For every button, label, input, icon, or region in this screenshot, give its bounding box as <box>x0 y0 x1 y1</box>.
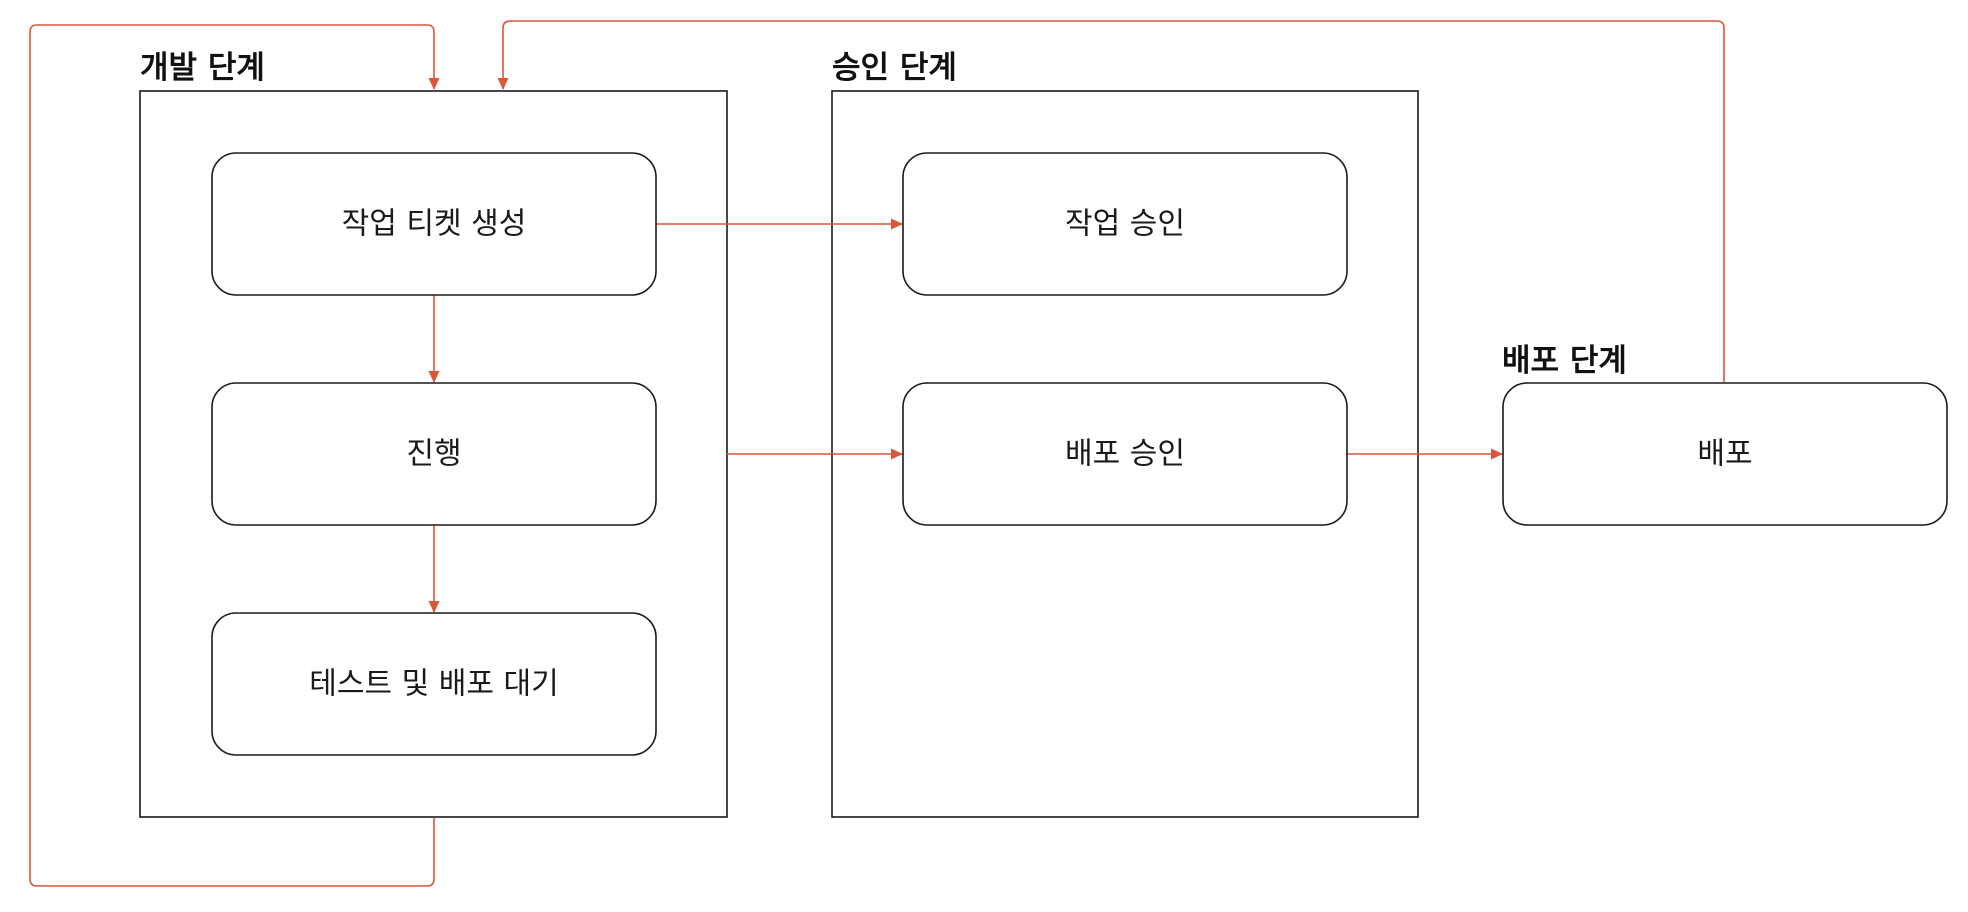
node-in-progress-label: 진행 <box>406 437 461 472</box>
edge-deploy-loop-to-dev <box>497 20 1725 382</box>
node-deploy-label: 배포 <box>1697 437 1752 472</box>
node-create-ticket[interactable]: 작업 티켓 생성 <box>211 152 657 296</box>
group-title-deploy: 배포 단계 <box>1502 343 1627 379</box>
node-create-ticket-label: 작업 티켓 생성 <box>342 207 527 242</box>
node-task-approval-label: 작업 승인 <box>1065 207 1185 242</box>
node-deploy-approval-label: 배포 승인 <box>1065 437 1185 472</box>
group-title-approval: 승인 단계 <box>832 50 957 86</box>
node-in-progress[interactable]: 진행 <box>211 382 657 526</box>
node-deploy[interactable]: 배포 <box>1502 382 1948 526</box>
node-test-wait-label: 테스트 및 배포 대기 <box>309 667 558 702</box>
node-deploy-approval[interactable]: 배포 승인 <box>902 382 1348 526</box>
group-title-dev: 개발 단계 <box>140 50 265 86</box>
node-test-wait[interactable]: 테스트 및 배포 대기 <box>211 612 657 756</box>
node-task-approval[interactable]: 작업 승인 <box>902 152 1348 296</box>
edge-dev-feedback-loop <box>29 24 440 887</box>
